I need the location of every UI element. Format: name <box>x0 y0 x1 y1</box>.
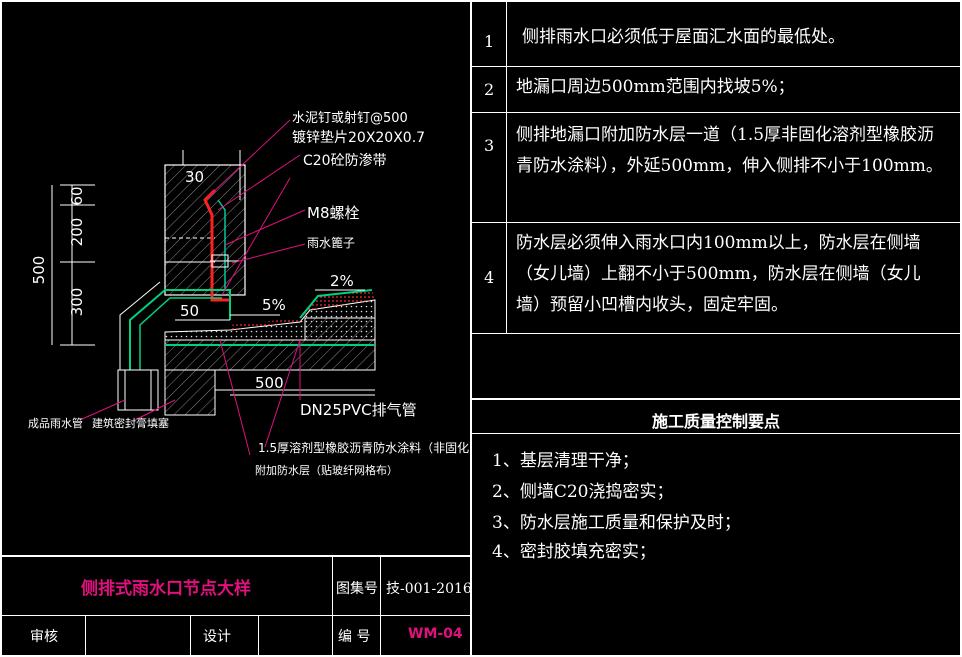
design-label: 设计 <box>203 629 231 645</box>
label-bolt: M8螺栓 <box>307 204 360 222</box>
outlet-duct <box>129 289 231 370</box>
slope-2: 2% <box>330 272 354 290</box>
note-number: 3 <box>484 136 495 155</box>
label-coating: 1.5厚溶剂型橡胶沥青防水涂料（非固化） <box>258 440 470 455</box>
label-extra-layer: 附加防水层（贴玻纤网格布） <box>255 463 398 477</box>
review-label: 审核 <box>30 629 58 645</box>
slope-5: 5% <box>262 296 286 314</box>
drawing-number: WM-04 <box>408 626 463 642</box>
atlas-label: 图集号 <box>336 581 378 597</box>
dim-30: 30 <box>185 168 204 186</box>
downpipe <box>117 369 159 411</box>
label-washer: 镀锌垫片20X20X0.7 <box>292 129 425 146</box>
waterproof-layer <box>203 188 230 302</box>
quality-heading: 施工质量控制要点 <box>651 412 780 431</box>
atlas-number: 技-001-2016 <box>386 581 472 597</box>
note-number: 2 <box>484 80 495 99</box>
quality-item: 3、防水层施工质量和保护及时； <box>492 513 741 533</box>
number-label: 编 号 <box>338 629 371 645</box>
label-sealant: 建筑密封膏填塞 <box>92 416 169 430</box>
dim-60: 60 <box>68 186 86 205</box>
note-text: 侧排雨水口必须低于屋面汇水面的最低处。 <box>522 27 845 47</box>
label-nail: 水泥钉或射钉@500 <box>292 110 408 126</box>
label-c20: C20砼防渗带 <box>303 153 387 169</box>
dim-500-vertical: 500 <box>30 256 48 285</box>
dim-50: 50 <box>180 302 199 320</box>
note-text: 侧排地漏口附加防水层一道（1.5厚非固化溶剂型橡胶沥青防水涂料），外延500mm… <box>516 125 943 176</box>
detail-drawing: 60 200 300 500 30 50 500 2% 5% 水泥钉或射钉@50… <box>28 110 470 477</box>
quality-item: 2、侧墙C20浇捣密实； <box>492 482 674 502</box>
quality-item: 1、基层清理干净； <box>492 451 639 471</box>
quality-item: 4、密封胶填充密实； <box>492 542 656 562</box>
dim-300: 300 <box>68 288 86 317</box>
note-number: 1 <box>484 32 495 51</box>
parapet-wall <box>164 164 246 296</box>
note-text: 地漏口周边500mm范围内找坡5%； <box>516 77 795 97</box>
label-vent: DN25PVC排气管 <box>300 401 417 419</box>
note-text: 防水层必须伸入雨水口内100mm以上，防水层在侧墙（女儿墙）上翻不小于500mm… <box>516 233 921 315</box>
dim-500-horizontal: 500 <box>255 374 284 392</box>
label-gully: 雨水篦子 <box>307 235 355 250</box>
note-number: 4 <box>484 268 495 287</box>
dim-200: 200 <box>68 218 86 247</box>
drawing-title: 侧排式雨水口节点大样 <box>81 579 251 599</box>
label-pipe: 成品雨水管 <box>28 416 83 430</box>
